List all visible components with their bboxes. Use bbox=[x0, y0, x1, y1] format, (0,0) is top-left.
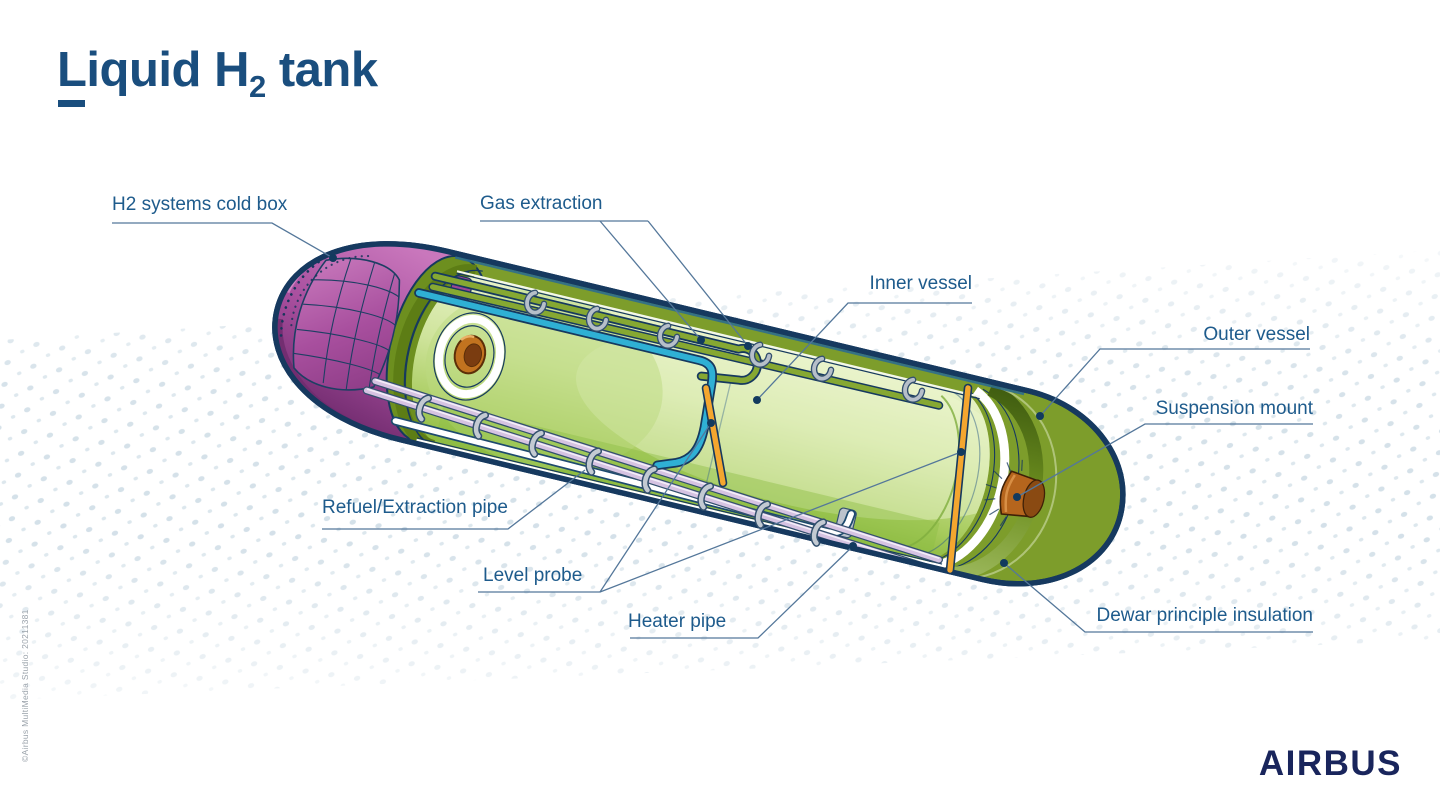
label-dewar-principle-insulation: Dewar principle insulation bbox=[1096, 605, 1314, 626]
leader-dots bbox=[329, 254, 1044, 567]
label-inner-vessel: Inner vessel bbox=[869, 273, 972, 294]
airbus-logo: AIRBUS bbox=[1258, 744, 1402, 783]
label-gas-extraction: Gas extraction bbox=[480, 193, 603, 214]
label-refuel-extraction-pipe: Refuel/Extraction pipe bbox=[322, 497, 508, 518]
level-probe-rods bbox=[701, 383, 973, 575]
page-title: Liquid H2 tank bbox=[57, 43, 378, 104]
label-outer-vessel: Outer vessel bbox=[1203, 324, 1310, 345]
copyright-text: ©Airbus MultiMedia Studio: 20211381 bbox=[20, 609, 30, 762]
leader-lines bbox=[112, 220, 1313, 639]
label-suspension-mount: Suspension mount bbox=[1155, 398, 1313, 419]
title-underline bbox=[58, 100, 85, 107]
label-h2-systems-cold-box: H2 systems cold box bbox=[112, 194, 288, 215]
title-subscript: 2 bbox=[248, 68, 266, 104]
label-heater-pipe: Heater pipe bbox=[628, 611, 727, 632]
label-level-probe: Level probe bbox=[483, 565, 583, 586]
